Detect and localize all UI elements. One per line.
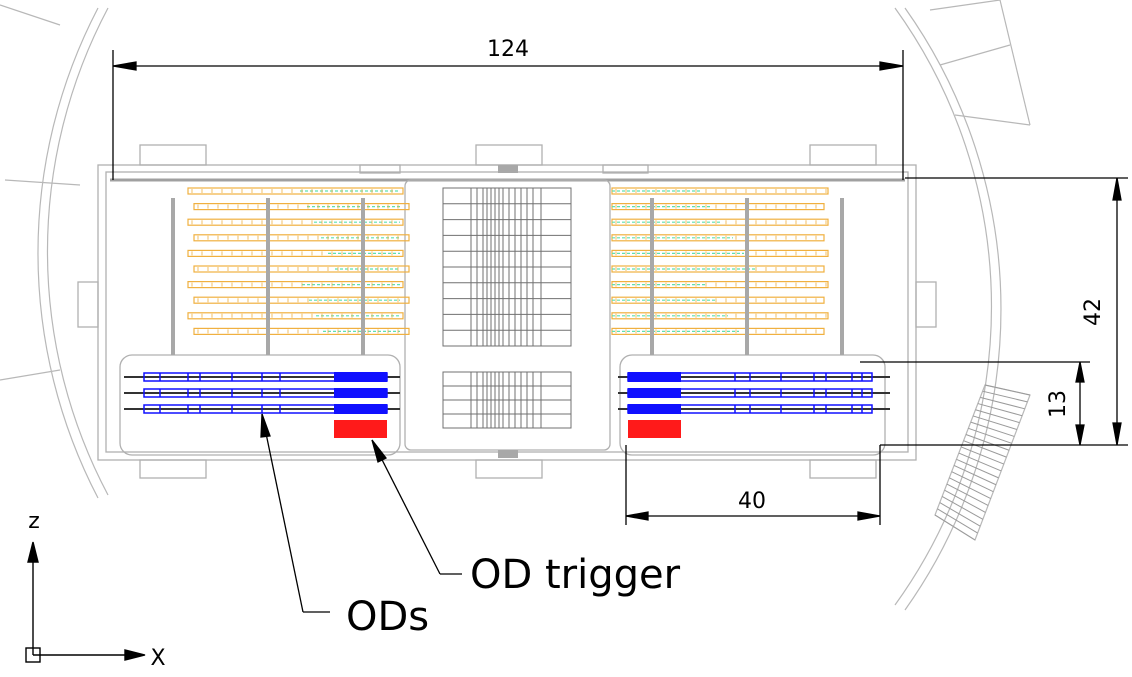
dimension-overall-width (112, 50, 904, 180)
hatch-line (977, 403, 1023, 417)
fiber-row (193, 265, 410, 273)
hatch-line (984, 384, 1031, 396)
dimension-od-height (860, 361, 1090, 446)
fiber-row (193, 203, 410, 211)
hatch-line (968, 427, 1012, 444)
fiber-row (187, 312, 404, 320)
od-solid-segment (334, 388, 387, 398)
axis-indicator (25, 541, 146, 663)
top-centre-marker (498, 165, 518, 173)
hatch-line (958, 452, 1002, 472)
od-solid-segment (628, 404, 681, 414)
dim-label-od-height: 13 (1046, 390, 1071, 418)
od-solid-segment (628, 372, 681, 382)
od-trigger-left (334, 420, 387, 438)
fiber-row (187, 218, 404, 226)
axis-label-x: X (150, 646, 165, 671)
support-bars (171, 198, 844, 355)
hatch-line (970, 421, 1015, 437)
od-left (124, 372, 400, 438)
hatch-line (939, 502, 981, 527)
fiber-array (187, 187, 829, 335)
fiber-row (187, 249, 404, 257)
fiber-row (187, 187, 404, 195)
hatch-line (972, 415, 1018, 431)
od-solid-segment (334, 404, 387, 414)
callout-ods (260, 413, 330, 613)
dimension-overall-height (880, 177, 1128, 446)
label-od-trigger: OD trigger (470, 552, 681, 598)
fiber-row (193, 327, 410, 335)
x-axis-arrowhead (124, 649, 146, 661)
fiber-row (193, 234, 410, 242)
hatch-line (961, 446, 1004, 465)
bottom-centre-marker (498, 450, 518, 458)
hatch-line (944, 489, 986, 513)
callout-od-trigger (371, 439, 462, 575)
hatch-line (956, 458, 999, 479)
hatch-line (980, 396, 1025, 410)
hatch-region (934, 384, 1031, 541)
dim-label-overall-height: 42 (1081, 298, 1106, 326)
od-solid-segment (334, 372, 387, 382)
dim-label-overall-width: 124 (487, 37, 529, 62)
dim-label-od-width: 40 (738, 489, 766, 514)
z-axis-arrowhead (27, 541, 39, 563)
hatch-line (949, 477, 991, 500)
hatch-line (946, 483, 989, 506)
fiber-row (187, 281, 404, 289)
hatch-line (975, 409, 1020, 424)
hatch-line (953, 465, 997, 486)
hatch-line (963, 440, 1007, 458)
hatch-line (937, 508, 978, 534)
hatch-line (951, 471, 994, 493)
fiber-row (193, 296, 410, 304)
label-ods: ODs (346, 594, 429, 640)
axis-label-z: z (28, 509, 40, 534)
hatch-line (965, 434, 1010, 451)
hatch-line (982, 390, 1028, 403)
central-grid-upper (442, 187, 572, 347)
od-solid-segment (628, 388, 681, 398)
hatch-line (934, 514, 976, 541)
central-grid-lower (442, 371, 572, 429)
dimension-od-width (625, 445, 881, 525)
hatch-line (941, 495, 984, 520)
od-trigger-right (628, 420, 681, 438)
od-right (618, 372, 890, 438)
